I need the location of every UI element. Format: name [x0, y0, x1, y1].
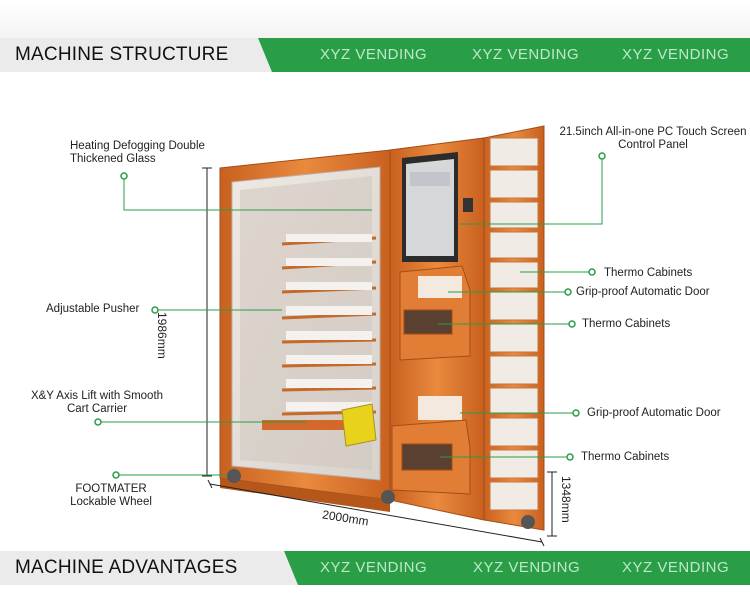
- control-column: [389, 137, 485, 521]
- brand-label: XYZ VENDING: [622, 46, 730, 63]
- brand-label: XYZ VENDING: [320, 46, 428, 63]
- callout-automatic-door: Grip-proof Automatic Door: [576, 286, 710, 298]
- section-title-advantages: MACHINE ADVANTAGES: [15, 557, 238, 578]
- main-cabinet: [219, 149, 391, 512]
- top-background: [0, 0, 750, 38]
- dimension-height: 1986mm: [155, 312, 169, 359]
- section-title-structure: MACHINE STRUCTURE: [15, 44, 229, 65]
- dimension-lines: [202, 167, 557, 547]
- callout-thermo-cabinets: Thermo Cabinets: [604, 267, 693, 279]
- callout-automatic-door: Grip-proof Automatic Door: [587, 407, 721, 419]
- locker-column: [483, 125, 545, 531]
- footer-banner-gray: [0, 551, 300, 585]
- header-banner-green: [258, 38, 750, 72]
- brand-label: XYZ VENDING: [320, 559, 428, 576]
- callout-thermo-cabinets: Thermo Cabinets: [581, 451, 670, 463]
- brand-label: XYZ VENDING: [473, 559, 581, 576]
- callout-adjustable-pusher: Adjustable Pusher: [46, 303, 140, 315]
- wheels: [227, 469, 535, 529]
- callout-dots: [94, 152, 606, 479]
- callout-wheel: FOOTMATER Lockable Wheel: [70, 483, 152, 508]
- header-banner: MACHINE STRUCTURE XYZ VENDING XYZ VENDIN…: [0, 38, 750, 72]
- callout-lines: [98, 156, 603, 476]
- callout-heating-glass: Heating Defogging Double Thickened Glass: [70, 140, 205, 165]
- brand-label: XYZ VENDING: [622, 559, 730, 576]
- callout-thermo-cabinets: Thermo Cabinets: [582, 318, 671, 330]
- callout-touch-screen: 21.5inch All-in-one PC Touch Screen Cont…: [559, 126, 747, 151]
- callout-xy-lift: X&Y Axis Lift with Smooth Cart Carrier: [30, 390, 164, 415]
- footer-banner-green: [284, 551, 750, 585]
- header-banner-gray: [0, 38, 300, 72]
- footer-banner: MACHINE ADVANTAGES XYZ VENDING XYZ VENDI…: [0, 551, 750, 585]
- dimension-depth: 1348mm: [559, 476, 573, 523]
- brand-label: XYZ VENDING: [472, 46, 580, 63]
